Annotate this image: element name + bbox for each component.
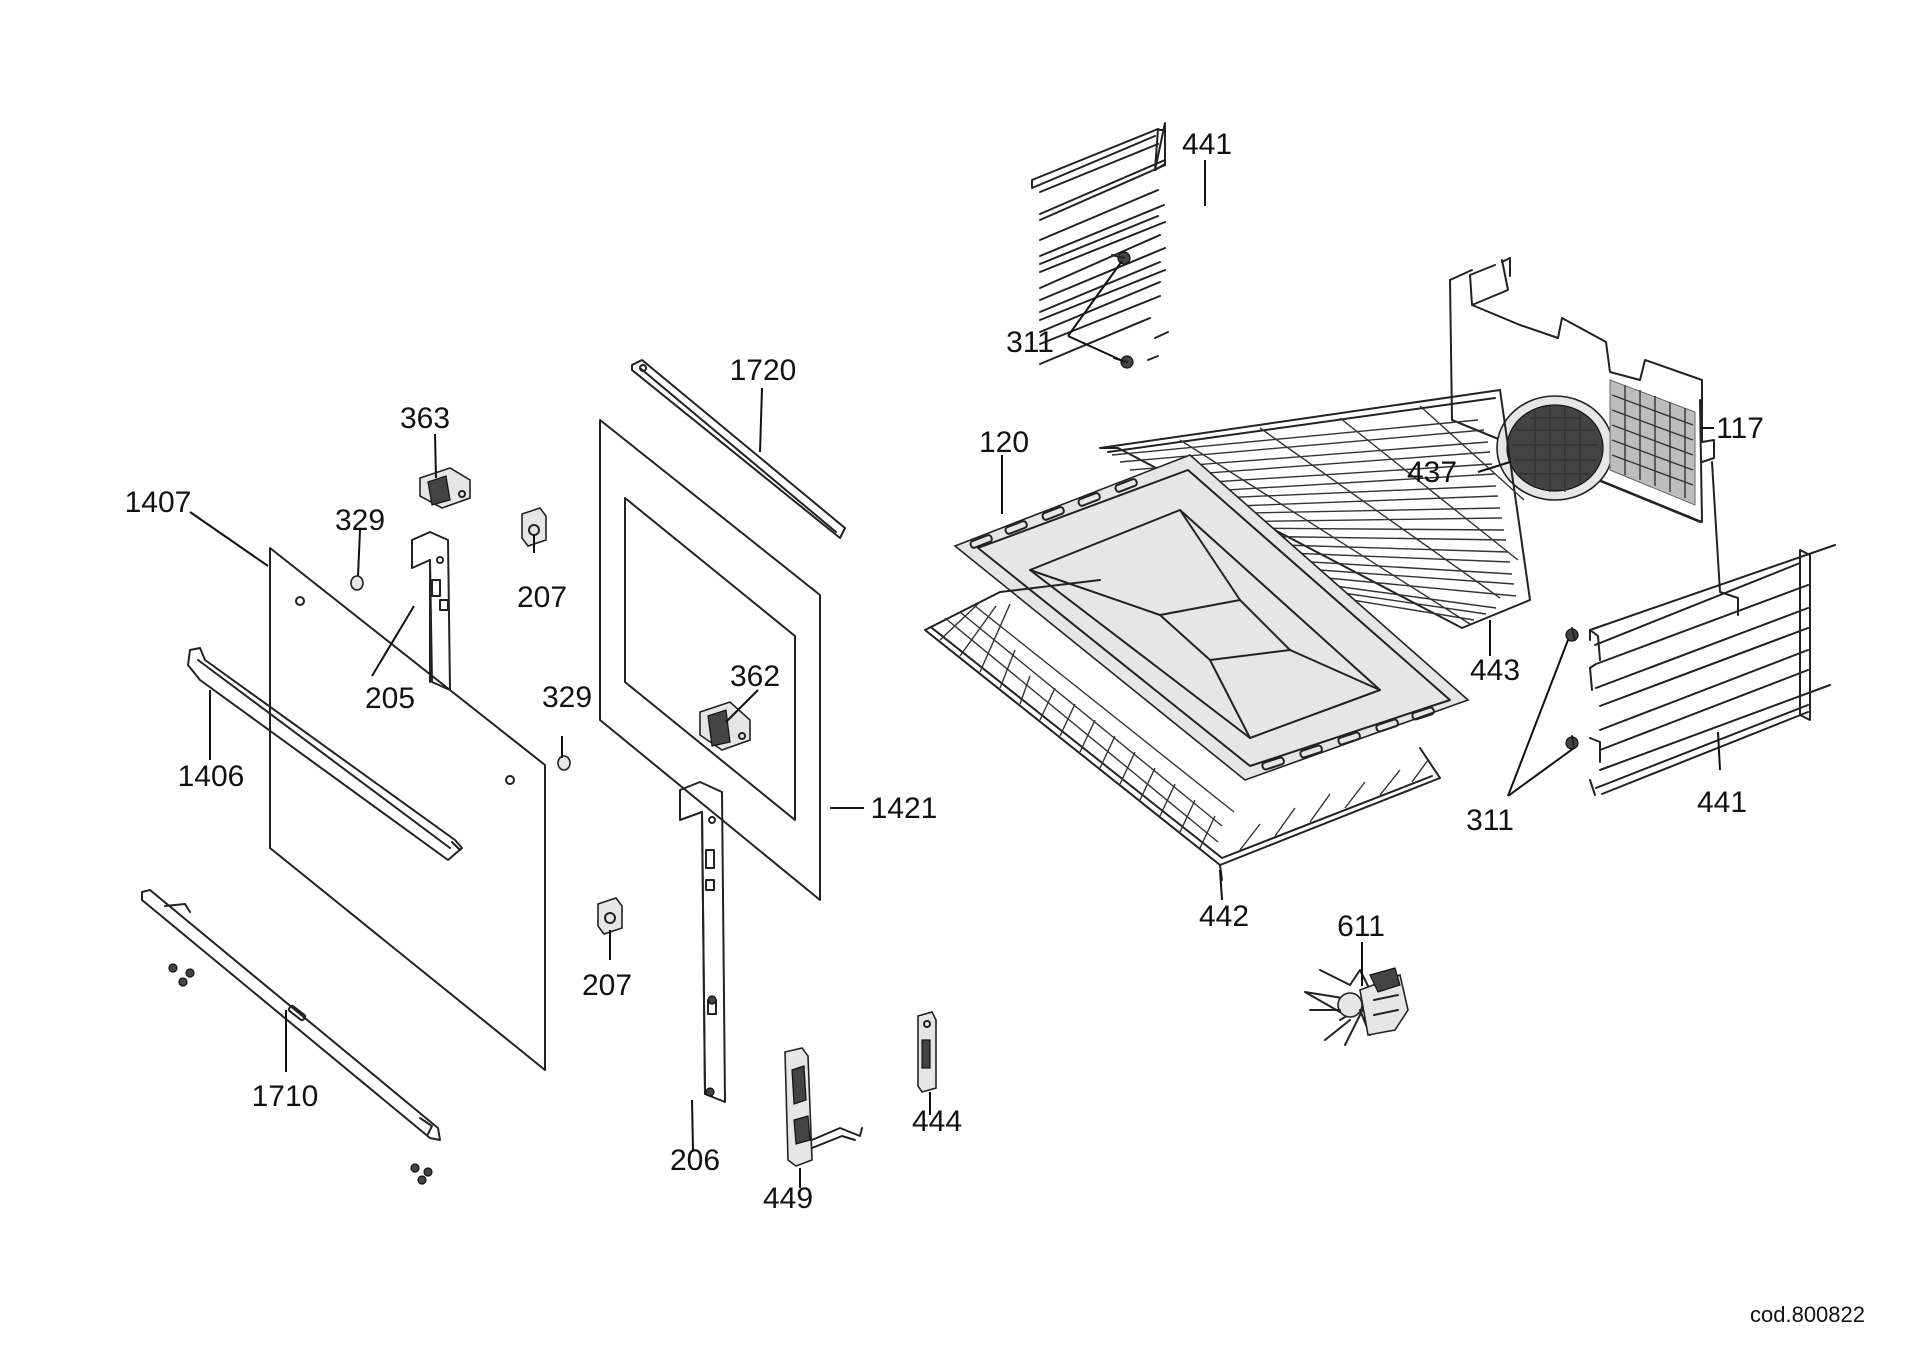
- spacer-329-b: [557, 755, 571, 771]
- hinge-449: [784, 1047, 863, 1167]
- callout-1407: 1407: [125, 486, 192, 519]
- callout-441-bottom: 441: [1697, 786, 1747, 819]
- side-profile-left: [411, 531, 451, 691]
- callout-120: 120: [979, 426, 1029, 459]
- hinge-cover-363: [419, 467, 471, 509]
- callout-611: 611: [1337, 910, 1385, 943]
- callout-443: 443: [1470, 654, 1520, 687]
- drawing-code: cod.800822: [1750, 1302, 1865, 1327]
- callout-442: 442: [1199, 900, 1249, 933]
- callout-205: 205: [365, 682, 415, 715]
- callout-363: 363: [400, 402, 450, 435]
- inner-door-glass: [599, 419, 821, 901]
- callout-329-a: 329: [335, 504, 385, 537]
- callout-441-top: 441: [1182, 128, 1232, 161]
- bottom-profile: [141, 889, 441, 1185]
- top-profile: [631, 359, 846, 539]
- outer-door-glass: [269, 547, 546, 1071]
- callout-206: 206: [670, 1144, 720, 1177]
- side-profile-right: [679, 781, 726, 1103]
- callout-449: 449: [763, 1182, 813, 1215]
- callout-1710: 1710: [252, 1080, 319, 1113]
- callout-329-b: 329: [542, 681, 592, 714]
- side-rack-bottom: [1589, 544, 1836, 796]
- wire-shelf-lower: [924, 579, 1441, 881]
- fan-grille: [1496, 379, 1696, 506]
- back-panel: [1449, 257, 1739, 616]
- callout-437: 437: [1407, 456, 1457, 489]
- baking-tray: [953, 454, 1470, 781]
- clip-207-bottom: [597, 897, 623, 935]
- screws-311: [1111, 251, 1579, 750]
- callout-117: 117: [1716, 412, 1764, 445]
- leader-lines: [189, 160, 1721, 1188]
- bracket-444: [917, 1011, 937, 1093]
- callout-1406: 1406: [178, 760, 245, 793]
- side-rack-top: [1031, 122, 1169, 365]
- hinge-cover-362: [699, 701, 751, 751]
- callout-362: 362: [730, 660, 780, 693]
- clip-207-top: [521, 507, 547, 547]
- door-handle: [187, 647, 463, 861]
- fan-motor: [1304, 967, 1409, 1046]
- callout-labels: 441 311 1720 363 1407 329 207 205 120 11…: [125, 128, 1764, 1215]
- callout-311-top: 311: [1006, 326, 1054, 359]
- callout-1720: 1720: [730, 354, 797, 387]
- callout-207-a: 207: [517, 581, 567, 614]
- callout-311-bottom: 311: [1466, 804, 1514, 837]
- callout-444: 444: [912, 1105, 962, 1138]
- callout-1421: 1421: [871, 792, 938, 825]
- spacer-329-a: [350, 575, 364, 591]
- callout-207-b: 207: [582, 969, 632, 1002]
